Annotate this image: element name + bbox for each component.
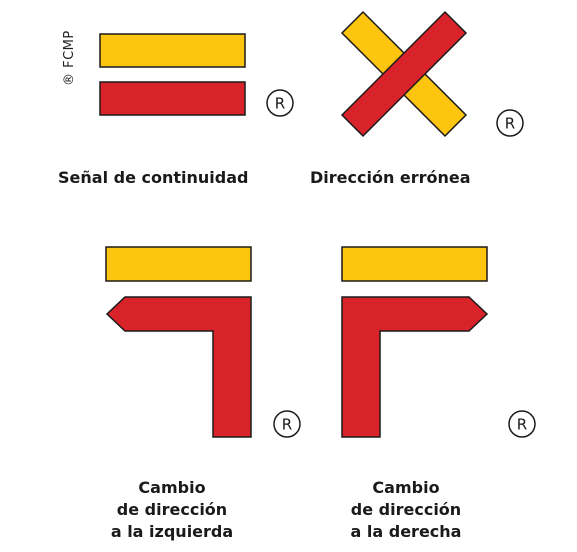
registered-mark-letter: R [517,416,527,434]
registered-mark-letter: R [505,115,515,133]
wrong-direction-red-bar [340,10,468,138]
turn-right-red-arrow [341,296,489,438]
wrong-direction-sign [340,10,468,138]
caption-continuity: Señal de continuidad [58,167,248,189]
caption-line: Señal de continuidad [58,168,249,187]
continuity-sign [99,33,246,116]
caption-line: Dirección errónea [310,168,471,187]
caption-wrong-direction: Dirección errónea [310,167,471,189]
registered-mark-letter: R [282,416,292,434]
caption-line: Cambio [372,478,440,497]
continuity-red-bar [99,81,246,116]
registered-mark-icon: R [266,89,294,117]
caption-line: Cambio [138,478,206,497]
caption-turn-left: Cambio de dirección a la izquierda [92,477,252,543]
caption-turn-right: Cambio de dirección a la derecha [326,477,486,543]
turn-left-yellow-bar [105,246,252,282]
registered-mark-icon: R [496,109,524,137]
turn-left-sign [105,246,252,438]
turn-right-yellow-bar [341,246,488,282]
copyright-note: ® FCMP [62,30,77,86]
caption-line: a la derecha [350,522,462,541]
caption-line: a la izquierda [110,522,234,541]
caption-line: de dirección [350,500,462,519]
registered-mark-icon: R [508,410,536,438]
caption-line: de dirección [116,500,228,519]
registered-mark-icon: R [273,410,301,438]
turn-left-red-arrow [105,296,252,438]
registered-mark-letter: R [275,95,285,113]
continuity-yellow-bar [99,33,246,68]
turn-right-sign [341,246,489,438]
